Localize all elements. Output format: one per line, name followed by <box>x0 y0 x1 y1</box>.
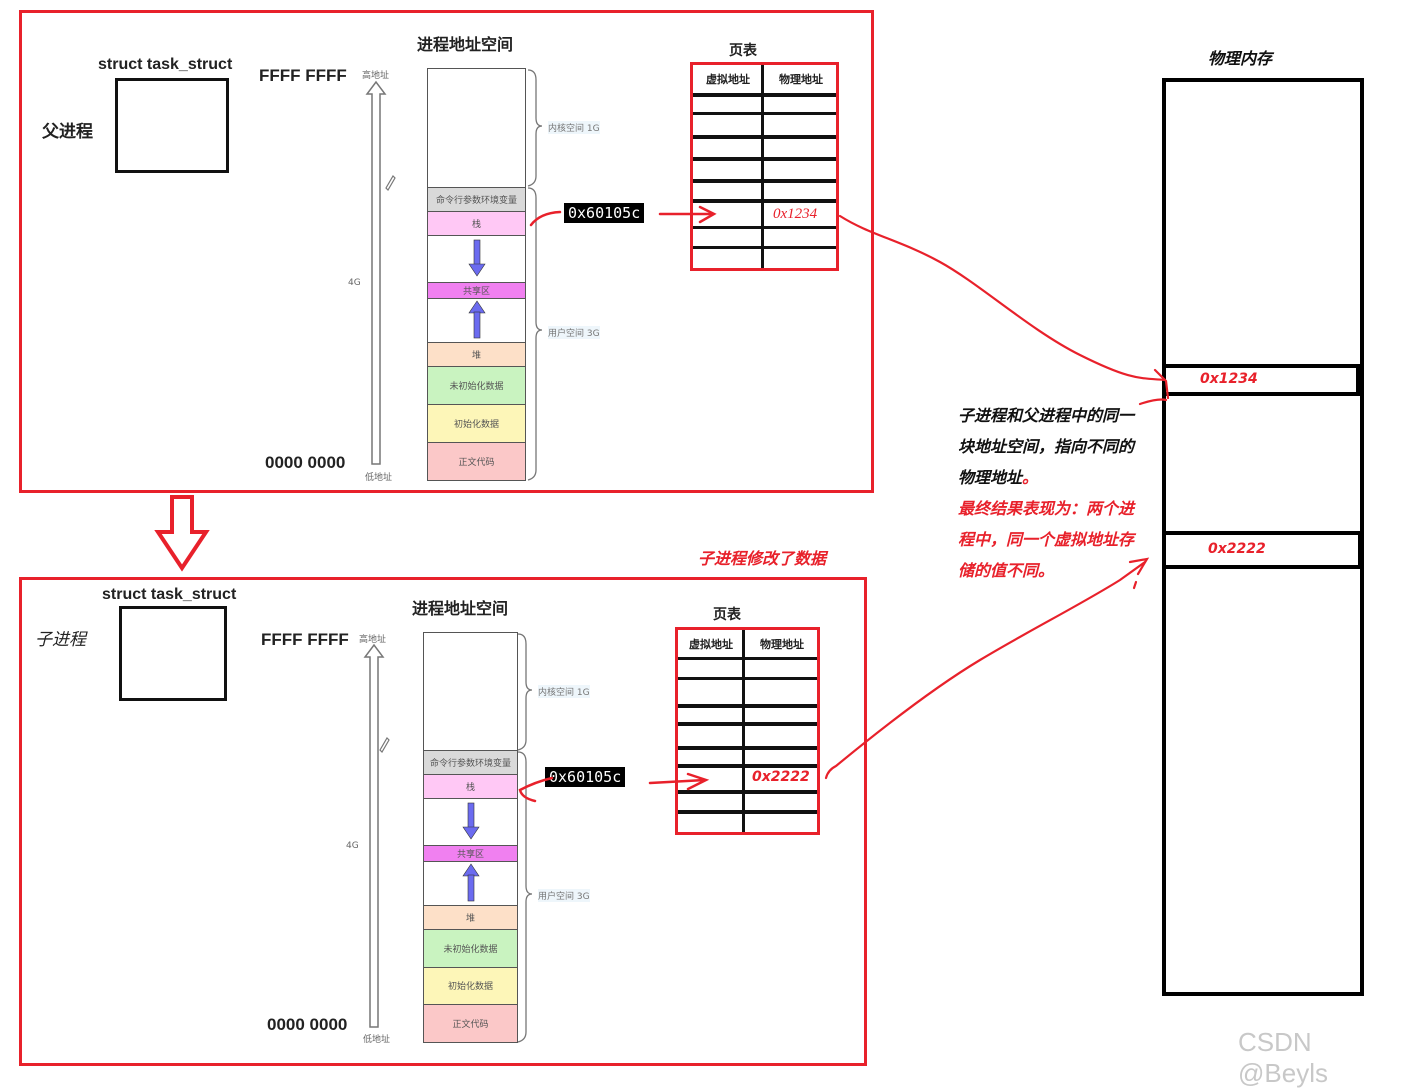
physical-memory-cell-2222: 0x2222 <box>1162 531 1362 569</box>
child-process-label: 子进程 <box>35 630 86 650</box>
child-segment-labeled: 堆 <box>424 905 517 929</box>
parent-page-table-title: 页表 <box>729 43 757 59</box>
child-task-struct-label: struct task_struct <box>102 586 237 603</box>
page-table-row-divider <box>693 246 836 249</box>
parent-pagetable-to-physical-connector <box>838 214 1170 406</box>
child-pt-mapped-physical: 0x2222 <box>752 769 810 785</box>
parent-size-label: 4G <box>348 278 361 288</box>
child-segment-gap <box>424 861 517 905</box>
parent-user-space-label: 用户空间 3G <box>548 326 600 339</box>
page-table-row-divider <box>693 179 836 183</box>
physical-memory-title: 物理内存 <box>1208 49 1273 68</box>
parent-segment-gap <box>428 234 525 283</box>
child-address-space-column: 命令行参数环境变量栈共享区堆未初始化数据初始化数据正文代码 <box>423 632 518 1043</box>
child-change-note: 子进程修改了数据 <box>698 549 827 568</box>
child-size-label: 4G <box>346 841 359 851</box>
child-virtual-address-chip: 0x60105c <box>545 767 626 787</box>
parent-high-addr-label: 高地址 <box>362 71 390 81</box>
parent-page-table: 虚拟地址 物理地址 0x1234 <box>690 62 839 271</box>
parent-task-struct-label: struct task_struct <box>98 56 233 73</box>
parent-segment-gap <box>428 69 525 187</box>
parent-virtual-address-chip: 0x60105c <box>564 203 645 223</box>
page-table-row-divider <box>678 677 817 680</box>
page-table-column-divider <box>761 65 764 268</box>
parent-pt-header-physical: 物理地址 <box>779 73 823 86</box>
child-heap-growth-up-arrow-icon <box>461 862 481 905</box>
child-addr-low: 0000 0000 <box>267 1015 348 1034</box>
parent-segment-gap <box>428 298 525 343</box>
parent-stack-growth-down-arrow-icon <box>467 238 487 281</box>
child-pt-header-physical: 物理地址 <box>760 638 804 651</box>
page-table-row-divider <box>693 199 836 203</box>
page-table-row-divider <box>678 790 817 794</box>
child-stack-growth-down-arrow-icon <box>461 801 481 844</box>
child-user-space-label: 用户空间 3G <box>538 889 590 902</box>
parent-addrspace-title: 进程地址空间 <box>417 35 514 54</box>
explanation-note: 子进程和父进程中的同一块地址空间，指向不同的物理地址。 最终结果表现为：两个进程… <box>958 400 1138 586</box>
parent-segment-labeled: 初始化数据 <box>428 404 525 443</box>
parent-addr-low: 0000 0000 <box>265 453 346 472</box>
page-table-row-divider <box>693 157 836 161</box>
parent-segment-labeled: 共享区 <box>428 282 525 299</box>
page-table-column-divider <box>742 630 745 832</box>
child-addr-high: FFFF FFFF <box>261 630 349 649</box>
parent-address-space-column: 命令行参数环境变量栈共享区堆未初始化数据初始化数据正文代码 <box>427 68 526 481</box>
child-segment-labeled: 正文代码 <box>424 1004 517 1042</box>
parent-task-struct-box <box>115 78 229 173</box>
parent-segment-labeled: 未初始化数据 <box>428 366 525 405</box>
parent-addr-high: FFFF FFFF <box>259 66 347 85</box>
child-addrspace-title: 进程地址空间 <box>412 599 509 618</box>
parent-kernel-space-label: 内核空间 1G <box>548 121 600 134</box>
page-table-row-divider <box>693 135 836 139</box>
child-task-struct-box <box>119 606 227 701</box>
child-segment-gap <box>424 797 517 846</box>
child-segment-labeled: 共享区 <box>424 845 517 862</box>
parent-segment-labeled: 堆 <box>428 342 525 367</box>
child-process-panel <box>19 577 867 1066</box>
child-pagetable-to-physical-connector <box>824 557 1150 780</box>
page-table-row-divider <box>678 764 817 768</box>
page-table-row-divider <box>678 746 817 750</box>
child-segment-labeled: 命令行参数环境变量 <box>424 750 517 774</box>
physical-memory-cell-1234: 0x1234 <box>1162 364 1360 396</box>
parent-segment-labeled: 正文代码 <box>428 442 525 480</box>
parent-low-addr-label: 低地址 <box>365 473 393 483</box>
page-table-row-divider <box>693 93 836 97</box>
child-page-table-title: 页表 <box>713 607 741 623</box>
page-table-row-divider <box>678 704 817 708</box>
explanation-black-text: 子进程和父进程中的同一块地址空间，指向不同的物理地址 <box>958 406 1135 487</box>
child-kernel-space-label: 内核空间 1G <box>538 685 590 698</box>
parent-segment-labeled: 命令行参数环境变量 <box>428 186 525 211</box>
explanation-period: 。 <box>1022 468 1039 487</box>
child-segment-gap <box>424 633 517 751</box>
page-table-row-divider <box>678 722 817 726</box>
child-high-addr-label: 高地址 <box>359 635 387 645</box>
watermark: CSDN @Beyls <box>1238 1027 1328 1088</box>
parent-pt-header-virtual: 虚拟地址 <box>706 73 750 86</box>
child-segment-labeled: 栈 <box>424 773 517 798</box>
parent-heap-growth-up-arrow-icon <box>467 299 487 342</box>
physical-memory-value-2222: 0x2222 <box>1208 541 1266 557</box>
child-pt-header-virtual: 虚拟地址 <box>689 638 733 651</box>
parent-segment-labeled: 栈 <box>428 210 525 235</box>
explanation-red-text: 最终结果表现为：两个进程中，同一个虚拟地址存储的值不同。 <box>958 499 1135 580</box>
child-segment-labeled: 未初始化数据 <box>424 928 517 967</box>
page-table-row-divider <box>678 657 817 660</box>
child-segment-labeled: 初始化数据 <box>424 966 517 1005</box>
page-table-row-divider <box>693 112 836 115</box>
page-table-row-divider <box>693 226 836 229</box>
parent-process-label: 父进程 <box>42 122 93 142</box>
child-low-addr-label: 低地址 <box>363 1035 391 1045</box>
child-page-table: 虚拟地址 物理地址 0x2222 <box>675 627 820 835</box>
physical-memory-value-1234: 0x1234 <box>1200 371 1258 387</box>
page-table-row-divider <box>678 810 817 814</box>
parent-pt-mapped-physical: 0x1234 <box>773 206 818 222</box>
